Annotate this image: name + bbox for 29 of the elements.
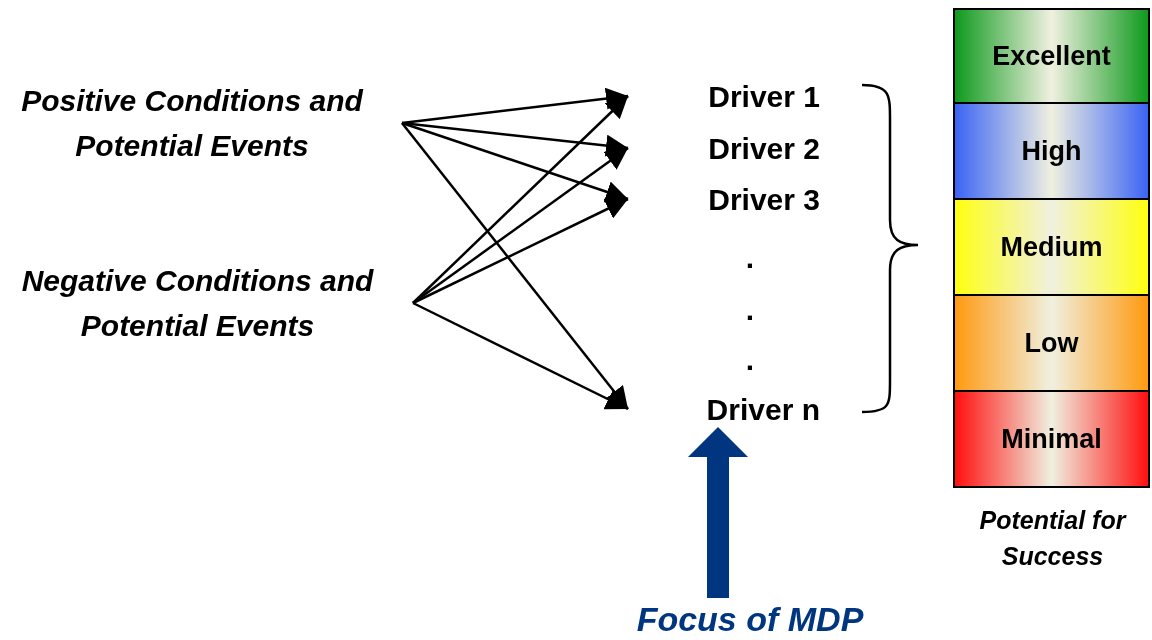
band-label: Low bbox=[1024, 326, 1079, 360]
rating-band bbox=[953, 392, 1150, 488]
arrow bbox=[412, 197, 629, 305]
rating-band bbox=[953, 104, 1150, 200]
band-label: Medium bbox=[1000, 230, 1103, 264]
band-label: High bbox=[1021, 134, 1082, 168]
arrow bbox=[401, 121, 629, 157]
block-arrow bbox=[688, 427, 748, 598]
rating-band bbox=[953, 8, 1150, 104]
band-label: Excellent bbox=[992, 39, 1111, 73]
ellipsis-dot: . bbox=[744, 342, 756, 378]
condition-text: Negative Conditions and Potential Events bbox=[20, 263, 375, 344]
rating-band bbox=[953, 200, 1150, 296]
arrow bbox=[401, 87, 629, 125]
driver-label: Driver 3 bbox=[708, 181, 820, 218]
arrow bbox=[412, 301, 629, 411]
band-label: Minimal bbox=[1001, 422, 1102, 456]
scale-caption: Potential for Success bbox=[978, 505, 1128, 573]
focus-label: Focus of MDP bbox=[636, 598, 864, 640]
driver-label: Driver 1 bbox=[708, 78, 820, 115]
condition-text: Positive Conditions and Potential Events bbox=[20, 83, 365, 164]
ellipsis-dot: . bbox=[744, 240, 756, 276]
ellipsis-dot: . bbox=[744, 292, 756, 328]
rating-band bbox=[953, 296, 1150, 392]
arrow bbox=[401, 121, 629, 203]
arrow bbox=[401, 122, 629, 410]
driver-label: Driver 2 bbox=[708, 130, 820, 167]
driver-label: Driver n bbox=[706, 391, 820, 428]
arrow bbox=[412, 147, 629, 304]
